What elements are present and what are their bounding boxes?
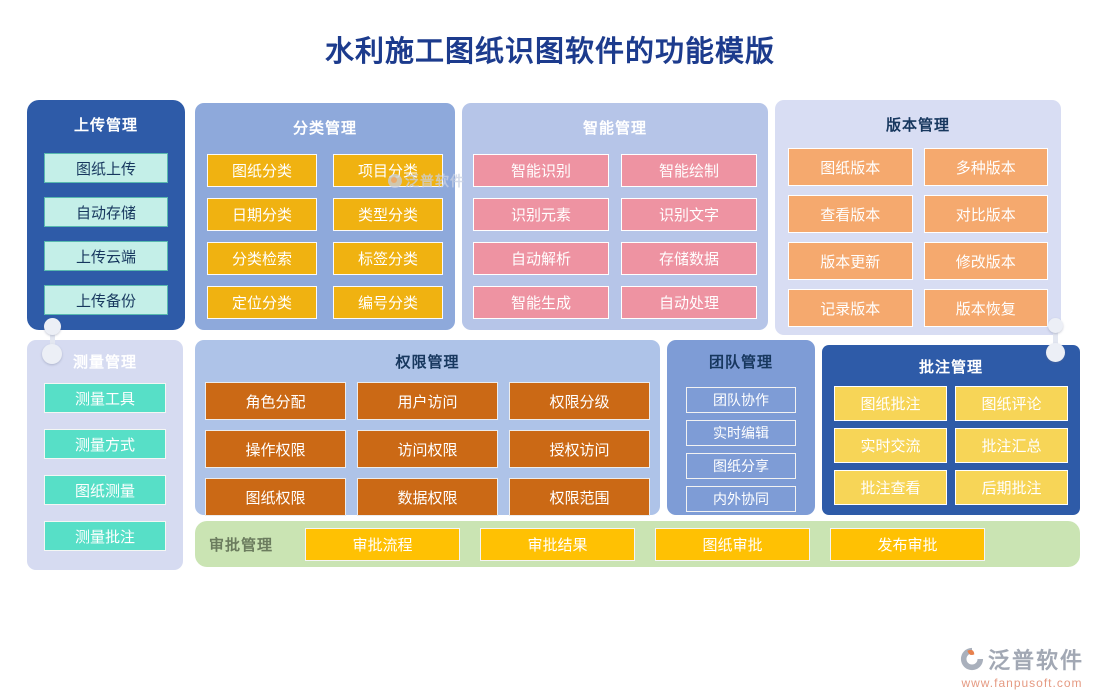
- smart-panel-title: 智能管理: [582, 120, 647, 137]
- classify-feature-button[interactable]: 日期分类: [207, 198, 317, 231]
- measure-feature-button[interactable]: 测量工具: [44, 383, 166, 413]
- version-feature-button[interactable]: 查看版本: [788, 195, 913, 233]
- approval-feature-button[interactable]: 图纸审批: [655, 527, 810, 561]
- approval-feature-button[interactable]: 审批结果: [480, 527, 635, 561]
- upload-feature-button[interactable]: 图纸上传: [44, 153, 168, 183]
- annotation-feature-button[interactable]: 批注汇总: [955, 428, 1068, 463]
- brand-name: 泛普软件: [987, 648, 1084, 673]
- version-feature-button[interactable]: 记录版本: [788, 289, 913, 327]
- classify-panel: 分类管理 图纸分类 项目分类 日期分类 类型分类 分类检索 标签分类 定位分类 …: [195, 103, 455, 330]
- measure-feature-button[interactable]: 图纸测量: [44, 475, 166, 505]
- measure-feature-button[interactable]: 测量方式: [44, 429, 166, 459]
- version-feature-button[interactable]: 版本更新: [788, 242, 913, 280]
- classify-feature-button[interactable]: 项目分类: [333, 154, 443, 187]
- page-title: 水利施工图纸识图软件的功能模版: [324, 36, 775, 68]
- annotation-panel: 批注管理 图纸批注 图纸评论 实时交流 批注汇总 批注查看 后期批注: [822, 345, 1080, 515]
- connector-pin-left-bottom: [42, 344, 62, 364]
- smart-button-grid: 智能识别 智能绘制 识别元素 识别文字 自动解析 存储数据 智能生成 自动处理: [462, 138, 768, 319]
- permission-button-grid: 角色分配 用户访问 权限分级 操作权限 访问权限 授权访问 图纸权限 数据权限 …: [195, 372, 660, 516]
- annotation-feature-button[interactable]: 图纸批注: [834, 386, 947, 421]
- approval-bar-title: 审批管理: [209, 536, 274, 554]
- permission-feature-button[interactable]: 授权访问: [509, 430, 650, 468]
- version-feature-button[interactable]: 多种版本: [923, 148, 1048, 186]
- permission-feature-button[interactable]: 权限分级: [509, 382, 650, 420]
- connector-pin-right-bottom: [1046, 343, 1065, 362]
- upload-feature-button[interactable]: 上传云端: [44, 241, 168, 271]
- smart-feature-button[interactable]: 存储数据: [621, 242, 757, 275]
- measure-panel-title: 测量管理: [72, 354, 137, 371]
- smart-feature-button[interactable]: 识别元素: [473, 198, 609, 231]
- annotation-feature-button[interactable]: 后期批注: [955, 470, 1068, 505]
- version-feature-button[interactable]: 对比版本: [923, 195, 1048, 233]
- measure-button-list: 测量工具 测量方式 图纸测量 测量批注: [27, 372, 183, 551]
- connector-pin-left-top: [44, 318, 61, 335]
- classify-button-grid: 图纸分类 项目分类 日期分类 类型分类 分类检索 标签分类 定位分类 编号分类: [195, 138, 455, 319]
- team-panel: 团队管理 团队协作 实时编辑 图纸分享 内外协同: [667, 340, 815, 515]
- footer-brand: 泛普软件 www.fanpusoft.com: [960, 643, 1084, 690]
- team-button-list: 团队协作 实时编辑 图纸分享 内外协同: [667, 372, 815, 512]
- connector-pin-right-top: [1048, 318, 1063, 333]
- team-feature-button[interactable]: 团队协作: [686, 387, 796, 413]
- fanpu-logo-icon: [960, 647, 984, 671]
- team-feature-button[interactable]: 图纸分享: [686, 453, 796, 479]
- measure-feature-button[interactable]: 测量批注: [44, 521, 166, 551]
- team-feature-button[interactable]: 实时编辑: [686, 420, 796, 446]
- permission-feature-button[interactable]: 角色分配: [205, 382, 346, 420]
- permission-panel-title: 权限管理: [395, 354, 460, 371]
- upload-panel-title: 上传管理: [73, 117, 138, 134]
- version-panel: 版本管理 图纸版本 多种版本 查看版本 对比版本 版本更新 修改版本 记录版本 …: [775, 100, 1061, 335]
- upload-panel: 上传管理 图纸上传 自动存储 上传云端 上传备份: [27, 100, 185, 330]
- annotation-feature-button[interactable]: 批注查看: [834, 470, 947, 505]
- classify-feature-button[interactable]: 标签分类: [333, 242, 443, 275]
- team-feature-button[interactable]: 内外协同: [686, 486, 796, 512]
- smart-feature-button[interactable]: 识别文字: [621, 198, 757, 231]
- classify-feature-button[interactable]: 编号分类: [333, 286, 443, 319]
- smart-feature-button[interactable]: 智能生成: [473, 286, 609, 319]
- version-feature-button[interactable]: 图纸版本: [788, 148, 913, 186]
- annotation-button-grid: 图纸批注 图纸评论 实时交流 批注汇总 批注查看 后期批注: [822, 377, 1080, 505]
- classify-feature-button[interactable]: 图纸分类: [207, 154, 317, 187]
- permission-feature-button[interactable]: 访问权限: [357, 430, 498, 468]
- upload-feature-button[interactable]: 上传备份: [44, 285, 168, 315]
- annotation-panel-title: 批注管理: [918, 359, 983, 376]
- brand-url: www.fanpusoft.com: [961, 676, 1083, 690]
- version-feature-button[interactable]: 修改版本: [923, 242, 1048, 280]
- classify-feature-button[interactable]: 类型分类: [333, 198, 443, 231]
- classify-feature-button[interactable]: 定位分类: [207, 286, 317, 319]
- upload-feature-button[interactable]: 自动存储: [44, 197, 168, 227]
- measure-panel: 测量管理 测量工具 测量方式 图纸测量 测量批注: [27, 340, 183, 570]
- smart-feature-button[interactable]: 自动解析: [473, 242, 609, 275]
- approval-feature-button[interactable]: 发布审批: [830, 527, 985, 561]
- version-feature-button[interactable]: 版本恢复: [923, 289, 1048, 327]
- permission-feature-button[interactable]: 图纸权限: [205, 478, 346, 516]
- version-panel-title: 版本管理: [885, 117, 950, 134]
- permission-feature-button[interactable]: 权限范围: [509, 478, 650, 516]
- smart-feature-button[interactable]: 智能识别: [473, 154, 609, 187]
- permission-feature-button[interactable]: 数据权限: [357, 478, 498, 516]
- smart-panel: 智能管理 智能识别 智能绘制 识别元素 识别文字 自动解析 存储数据 智能生成 …: [462, 103, 768, 330]
- annotation-feature-button[interactable]: 实时交流: [834, 428, 947, 463]
- smart-feature-button[interactable]: 智能绘制: [621, 154, 757, 187]
- approval-bar: 审批管理 审批流程 审批结果 图纸审批 发布审批: [195, 521, 1080, 567]
- approval-feature-button[interactable]: 审批流程: [305, 527, 460, 561]
- classify-feature-button[interactable]: 分类检索: [207, 242, 317, 275]
- permission-feature-button[interactable]: 用户访问: [357, 382, 498, 420]
- team-panel-title: 团队管理: [708, 354, 773, 371]
- annotation-feature-button[interactable]: 图纸评论: [955, 386, 1068, 421]
- classify-panel-title: 分类管理: [292, 120, 357, 137]
- connector-stem-left: [50, 325, 55, 353]
- permission-feature-button[interactable]: 操作权限: [205, 430, 346, 468]
- version-button-grid: 图纸版本 多种版本 查看版本 对比版本 版本更新 修改版本 记录版本 版本恢复: [775, 135, 1061, 327]
- smart-feature-button[interactable]: 自动处理: [621, 286, 757, 319]
- upload-button-list: 图纸上传 自动存储 上传云端 上传备份: [27, 135, 185, 315]
- permission-panel: 权限管理 角色分配 用户访问 权限分级 操作权限 访问权限 授权访问 图纸权限 …: [195, 340, 660, 516]
- connector-stem-right: [1053, 326, 1058, 352]
